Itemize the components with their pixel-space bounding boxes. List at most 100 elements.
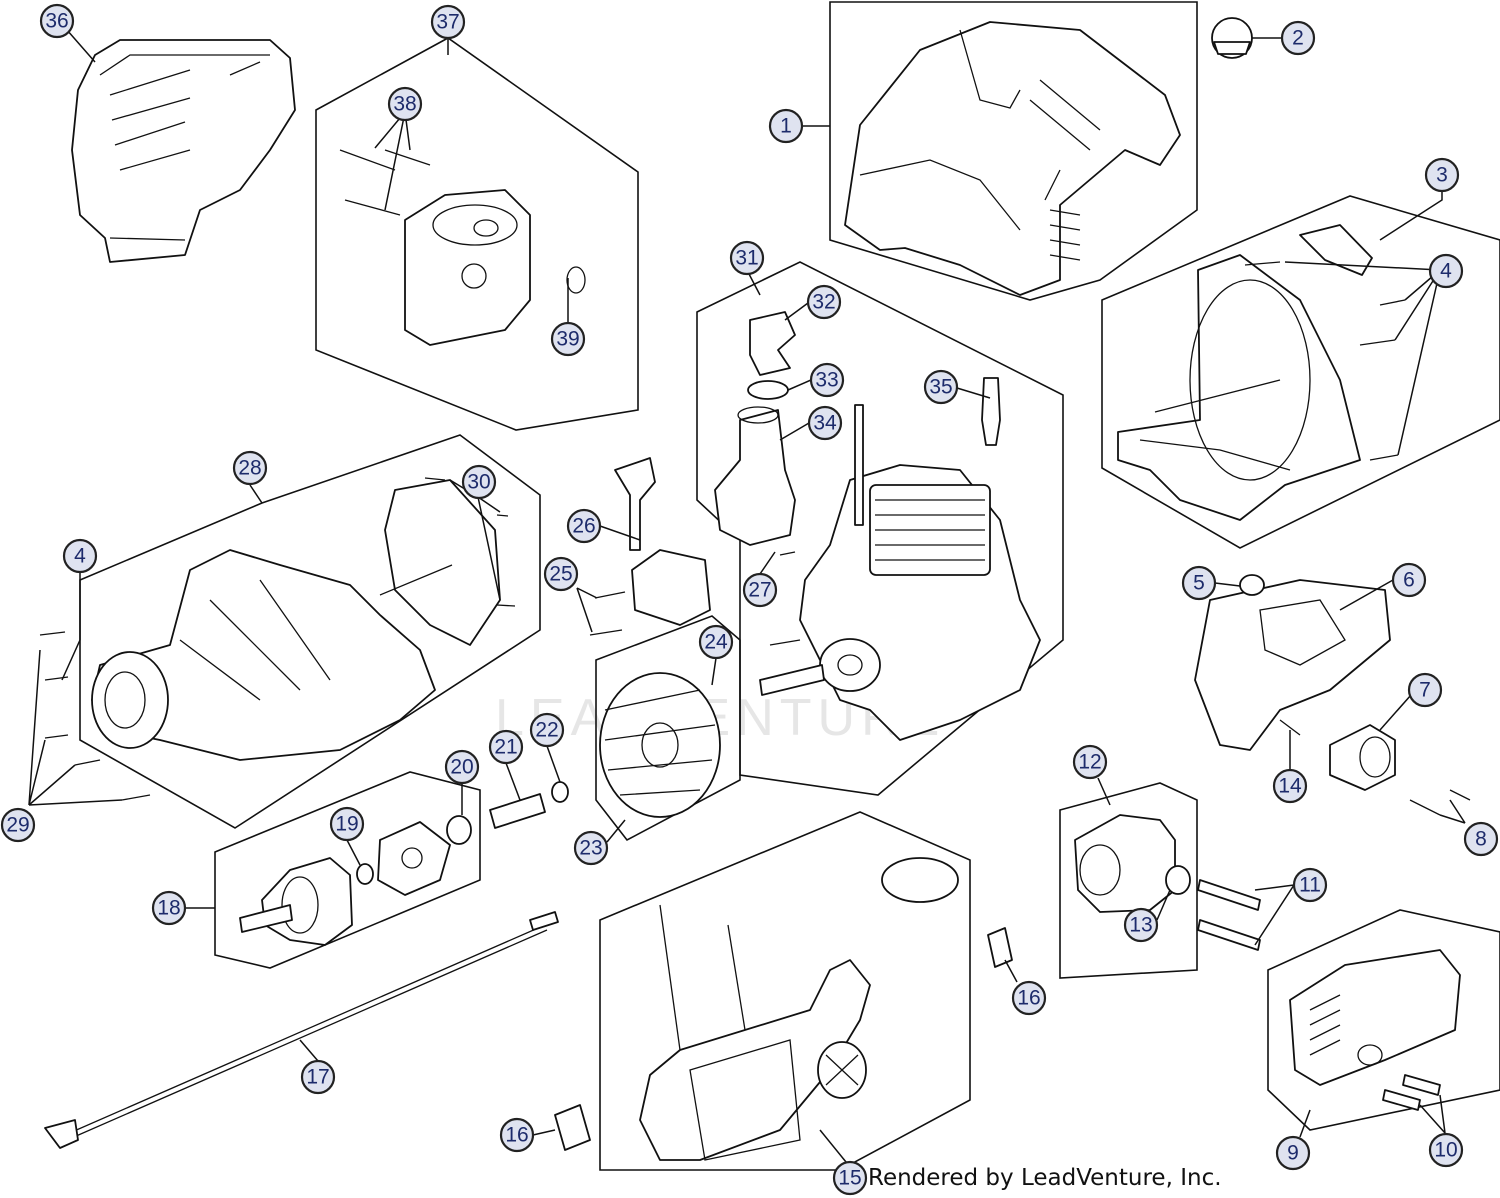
- svg-text:4: 4: [1440, 260, 1452, 283]
- svg-text:8: 8: [1475, 828, 1487, 851]
- callout-4-housing: 4: [62, 538, 98, 574]
- svg-text:20: 20: [450, 756, 473, 779]
- svg-text:36: 36: [45, 10, 68, 33]
- callout-28: 28: [232, 450, 268, 486]
- thrust-washer-part: [551, 781, 569, 803]
- svg-text:22: 22: [535, 719, 558, 742]
- callout-29: 29: [0, 807, 36, 843]
- svg-text:6: 6: [1403, 569, 1415, 592]
- callout-12: 12: [1072, 744, 1108, 780]
- grommet-part: [987, 927, 1013, 968]
- callout-21: 21: [488, 729, 524, 765]
- callout-23: 23: [573, 830, 609, 866]
- callout-16-right: 16: [1011, 980, 1047, 1016]
- callout-39: 39: [550, 321, 586, 357]
- callout-25: 25: [543, 556, 579, 592]
- callout-24: 24: [698, 624, 734, 660]
- svg-text:31: 31: [735, 247, 758, 270]
- grommet-2-part: [554, 1104, 591, 1151]
- credit-text: Rendered by LeadVenture, Inc.: [868, 1165, 1222, 1191]
- callout-4-starter: 4: [1428, 253, 1464, 289]
- svg-text:34: 34: [813, 412, 837, 435]
- clutch-shoe-part: [377, 821, 451, 896]
- engine-block-part: [759, 404, 1041, 741]
- svg-text:16: 16: [1017, 987, 1040, 1010]
- callout-35: 35: [923, 369, 959, 405]
- callout-9: 9: [1275, 1135, 1311, 1171]
- callout-37: 37: [430, 4, 466, 40]
- ignition-module-part: [614, 457, 711, 626]
- screw-long-part: [1197, 879, 1261, 911]
- svg-text:39: 39: [556, 328, 579, 351]
- svg-text:7: 7: [1419, 679, 1431, 702]
- callout-17: 17: [300, 1059, 336, 1095]
- callout-30: 30: [461, 464, 497, 500]
- group-box-clutch-housing: [79, 434, 541, 829]
- callout-36: 36: [39, 3, 75, 39]
- clutch-plate-part: [446, 815, 472, 845]
- flywheel-part: [599, 672, 721, 818]
- svg-text:33: 33: [815, 369, 838, 392]
- shield-cover-part: [71, 39, 296, 263]
- callout-11: 11: [1292, 867, 1328, 903]
- group-box-carburetor: [1059, 782, 1198, 979]
- svg-text:19: 19: [335, 813, 358, 836]
- callout-15: 15: [832, 1160, 868, 1196]
- svg-text:3: 3: [1436, 164, 1448, 187]
- callout-34: 34: [807, 405, 843, 441]
- callout-6: 6: [1391, 562, 1427, 598]
- clutch-housing-part: [91, 549, 436, 761]
- bolt-2-part: [1402, 1074, 1441, 1096]
- callout-7: 7: [1407, 672, 1443, 708]
- callout-10: 10: [1428, 1132, 1464, 1168]
- group-box-starter: [1101, 195, 1500, 549]
- callout-22: 22: [529, 712, 565, 748]
- callout-18: 18: [151, 890, 187, 926]
- screw-long-2-part: [1197, 919, 1261, 951]
- gasket-part: [379, 479, 501, 646]
- group-box-air-filter: [1267, 909, 1500, 1131]
- callout-8: 8: [1463, 821, 1499, 857]
- svg-text:17: 17: [306, 1066, 329, 1089]
- fuel-tank-part: [639, 857, 959, 1161]
- callout-14: 14: [1272, 768, 1308, 804]
- callout-26: 26: [566, 508, 602, 544]
- callout-2: 2: [1280, 20, 1316, 56]
- svg-text:23: 23: [579, 837, 602, 860]
- group-box-fuel-tank: [599, 811, 971, 1171]
- callout-1: 1: [768, 108, 804, 144]
- gasket-small-part: [1239, 574, 1265, 596]
- svg-text:28: 28: [238, 457, 261, 480]
- svg-text:10: 10: [1434, 1139, 1457, 1162]
- svg-text:38: 38: [393, 93, 416, 116]
- callout-38: 38: [387, 86, 423, 122]
- svg-text:4: 4: [74, 545, 86, 568]
- group-box-flywheel: [595, 615, 741, 842]
- bolt-part: [1382, 1089, 1421, 1111]
- callout-32: 32: [806, 284, 842, 320]
- callout-27: 27: [742, 572, 778, 608]
- svg-text:24: 24: [704, 631, 728, 654]
- svg-text:14: 14: [1278, 775, 1302, 798]
- starter-housing-part: [1117, 224, 1373, 521]
- svg-text:18: 18: [157, 897, 180, 920]
- svg-text:25: 25: [549, 563, 572, 586]
- intake-elbow-part: [714, 406, 796, 546]
- svg-text:30: 30: [467, 471, 490, 494]
- svg-text:9: 9: [1287, 1142, 1299, 1165]
- muffler-part: [339, 149, 586, 346]
- svg-text:2: 2: [1292, 27, 1304, 50]
- spark-plug-part: [981, 377, 1001, 446]
- svg-text:12: 12: [1078, 751, 1101, 774]
- svg-text:16: 16: [505, 1124, 528, 1147]
- svg-text:27: 27: [748, 579, 771, 602]
- leader-lines: [28, 29, 1466, 1163]
- svg-text:35: 35: [929, 376, 952, 399]
- bolt-set: [39, 261, 1471, 816]
- svg-text:37: 37: [436, 11, 459, 34]
- group-box-engine-cover: [829, 1, 1198, 301]
- fuel-cap-small-part: [749, 311, 796, 376]
- callout-16-left: 16: [499, 1117, 535, 1153]
- callout-20: 20: [444, 749, 480, 785]
